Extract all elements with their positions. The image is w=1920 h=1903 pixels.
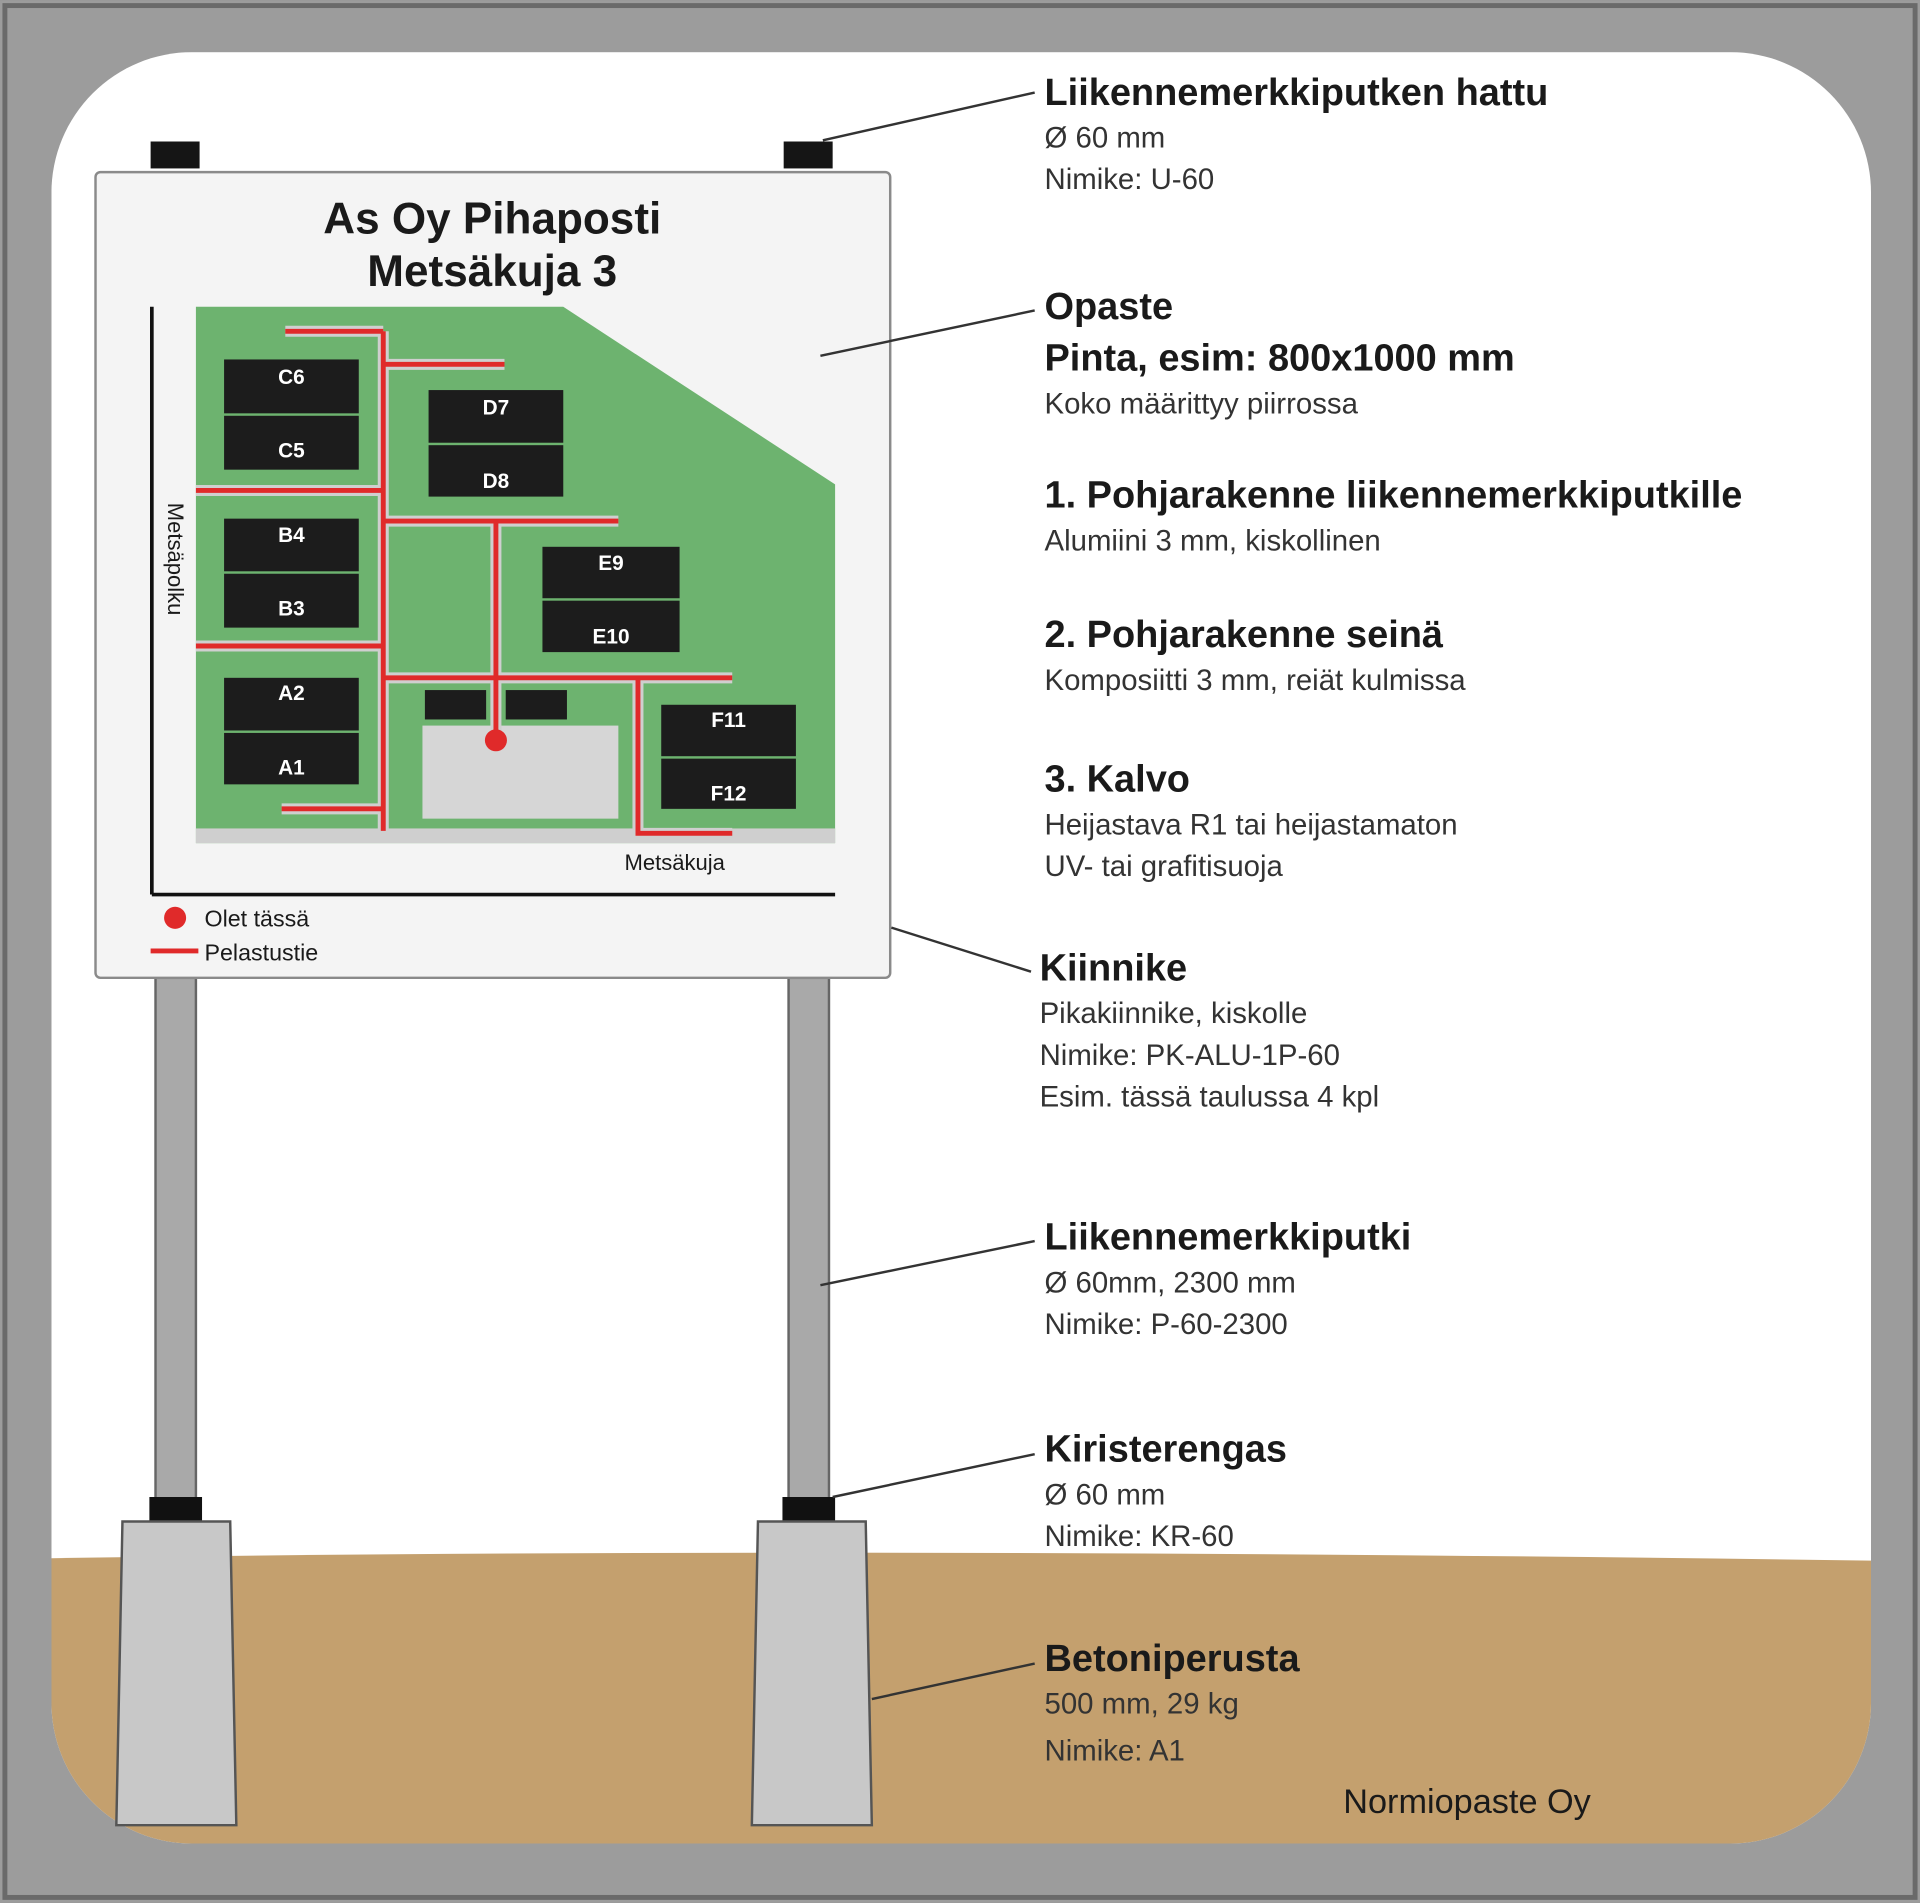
svg-text:2. Pohjarakenne seinä: 2. Pohjarakenne seinä (1044, 614, 1443, 656)
svg-text:Pikakiinnike, kiskolle: Pikakiinnike, kiskolle (1040, 997, 1308, 1030)
company-name: Normiopaste Oy (1343, 1783, 1591, 1821)
svg-text:Kiinnike: Kiinnike (1040, 947, 1188, 989)
right-foundation (750, 1520, 874, 1827)
building-label: B3 (278, 597, 305, 620)
building-f11 (661, 704, 796, 757)
svg-text:Komposiitti 3 mm, reiät kulmis: Komposiitti 3 mm, reiät kulmissa (1044, 664, 1466, 697)
legend-rescue-route: Pelastustie (204, 940, 318, 966)
callout-post: Liikennemerkkiputki Ø 60mm, 2300 mm Nimi… (1044, 1217, 1411, 1341)
building-b3 (224, 573, 359, 628)
building-e10 (542, 600, 680, 653)
rescue-routes (195, 325, 733, 839)
svg-text:Pinta, esim: 800x1000 mm: Pinta, esim: 800x1000 mm (1044, 337, 1514, 379)
street-strip (195, 828, 836, 844)
callout-tension-ring: Kiristerengas Ø 60 mm Nimike: KR-60 (1044, 1428, 1286, 1552)
legend-you-are-here: Olet tässä (204, 905, 309, 931)
building-a2 (224, 677, 359, 731)
building-f12 (661, 758, 796, 809)
svg-text:Ø 60 mm: Ø 60 mm (1044, 1478, 1165, 1511)
leader-lines (820, 91, 1035, 1701)
svg-text:Betoniperusta: Betoniperusta (1044, 1638, 1300, 1680)
svg-text:Heijastava R1 tai heijastamato: Heijastava R1 tai heijastamaton (1044, 809, 1457, 842)
left-tension-ring (149, 1497, 203, 1522)
right-post-cap (783, 141, 833, 169)
callout-foundation: Betoniperusta 500 mm, 29 kg Nimike: A1 (1044, 1638, 1300, 1767)
sign-title: As Oy Pihaposti (323, 194, 661, 243)
left-foundation (115, 1520, 238, 1827)
svg-text:Esim. tässä taulussa 4 kpl: Esim. tässä taulussa 4 kpl (1040, 1080, 1380, 1113)
right-tension-ring (782, 1497, 836, 1522)
building-label: D7 (483, 397, 510, 420)
building-label: B4 (278, 524, 305, 547)
svg-text:Ø 60 mm: Ø 60 mm (1044, 122, 1165, 155)
ground (51, 1552, 1872, 1844)
callout-cap: Liikennemerkkiputken hattu Ø 60 mm Nimik… (1044, 72, 1548, 196)
building-c5 (224, 415, 359, 470)
legend: Olet tässä Pelastustie (150, 905, 318, 966)
building-label: A1 (278, 757, 305, 780)
street-name-metsapolku: Metsäpolku (163, 503, 188, 616)
svg-text:Nimike: KR-60: Nimike: KR-60 (1044, 1520, 1233, 1553)
building-b4 (224, 518, 359, 572)
building-e9 (542, 546, 680, 599)
right-post (787, 976, 831, 1502)
svg-text:3. Kalvo: 3. Kalvo (1044, 759, 1190, 801)
svg-text:1. Pohjarakenne liikennemerkki: 1. Pohjarakenne liikennemerkkiputkille (1044, 475, 1742, 517)
building-small-1 (424, 690, 487, 720)
building-a1 (224, 732, 359, 785)
building-d8 (428, 445, 564, 497)
svg-text:Alumiini 3 mm, kiskollinen: Alumiini 3 mm, kiskollinen (1044, 524, 1380, 557)
building-label: E9 (598, 552, 623, 575)
callout-sign: Opaste Pinta, esim: 800x1000 mm Koko mää… (1044, 286, 1514, 420)
svg-text:Nimike: P-60-2300: Nimike: P-60-2300 (1044, 1308, 1287, 1341)
svg-text:Ø 60mm, 2300 mm: Ø 60mm, 2300 mm (1044, 1267, 1295, 1300)
svg-text:Nimike: PK-ALU-1P-60: Nimike: PK-ALU-1P-60 (1040, 1039, 1340, 1072)
svg-text:Nimike: A1: Nimike: A1 (1044, 1734, 1184, 1767)
svg-text:UV- tai grafitisuoja: UV- tai grafitisuoja (1044, 850, 1283, 883)
svg-text:Opaste: Opaste (1044, 286, 1173, 328)
callout-base-structure-wall: 2. Pohjarakenne seinä Komposiitti 3 mm, … (1044, 614, 1466, 697)
building-d7 (428, 390, 564, 443)
street-name-metsakuja: Metsäkuja (624, 850, 725, 875)
left-post (154, 976, 198, 1502)
building-label: F11 (711, 709, 746, 732)
sign-panel: As Oy Pihaposti Metsäkuja 3 C6 C5 D7 (94, 170, 892, 980)
building-label: E10 (593, 626, 630, 649)
svg-text:Nimike: U-60: Nimike: U-60 (1044, 163, 1214, 196)
parking-area (422, 725, 619, 819)
building-label: D8 (483, 470, 510, 493)
you-are-here-marker (484, 729, 507, 752)
callout-base-structure-posts: 1. Pohjarakenne liikennemerkkiputkille A… (1044, 475, 1742, 558)
building-small-2 (505, 690, 567, 720)
building-label: A2 (278, 682, 305, 705)
callout-film: 3. Kalvo Heijastava R1 tai heijastamaton… (1044, 759, 1457, 883)
legend-dot-icon (164, 906, 187, 929)
svg-text:Liikennemerkkiputken hattu: Liikennemerkkiputken hattu (1044, 72, 1548, 114)
callout-bracket: Kiinnike Pikakiinnike, kiskolle Nimike: … (1040, 947, 1380, 1113)
building-c6 (224, 359, 359, 414)
building-label: F12 (711, 782, 747, 805)
building-label: C6 (278, 366, 305, 389)
svg-text:Kiristerengas: Kiristerengas (1044, 1428, 1286, 1470)
svg-text:Liikennemerkkiputki: Liikennemerkkiputki (1044, 1217, 1411, 1259)
building-label: C5 (278, 439, 305, 462)
sign-address: Metsäkuja 3 (367, 247, 617, 296)
svg-text:500 mm, 29 kg: 500 mm, 29 kg (1044, 1688, 1238, 1721)
left-post-cap (150, 141, 200, 169)
buildings (224, 359, 796, 809)
svg-text:Koko määrittyy piirrossa: Koko määrittyy piirrossa (1044, 387, 1358, 420)
site-map: C6 C5 D7 D8 B4 B3 E9 E10 A2 A1 F11 F12 M… (150, 306, 836, 897)
